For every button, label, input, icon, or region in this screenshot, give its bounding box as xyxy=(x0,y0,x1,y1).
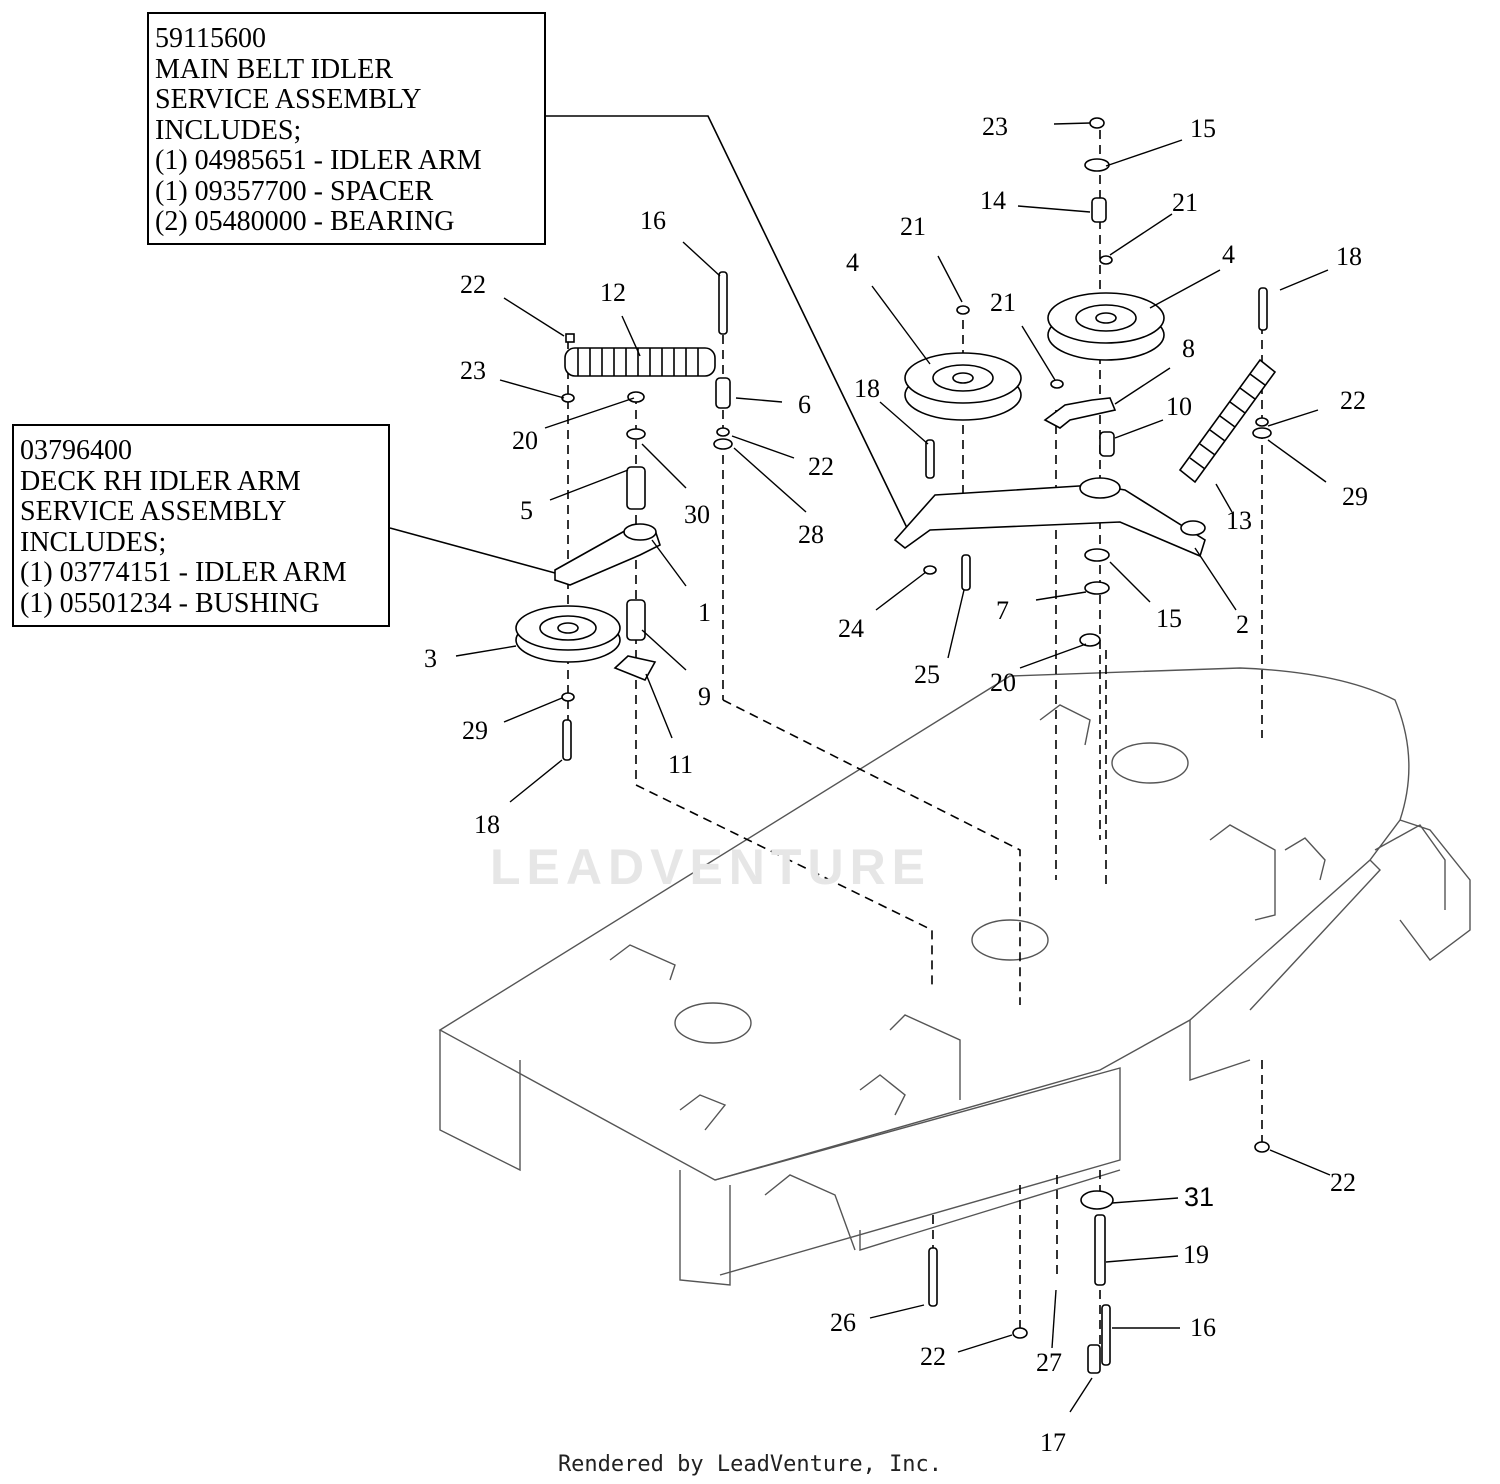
callout-line: INCLUDES; xyxy=(20,526,167,558)
callout-line: (1) 04985651 - IDLER ARM xyxy=(155,145,482,176)
part-label-29: 28 xyxy=(798,520,824,549)
part-label-25: 24 xyxy=(838,614,864,643)
bolt-18-right xyxy=(1258,287,1268,331)
bolt-17 xyxy=(1087,1344,1101,1374)
pulley-4-left xyxy=(904,352,1022,421)
bolt-19 xyxy=(1094,1214,1106,1286)
part-label-12: 12 xyxy=(600,278,626,307)
part-label-21: 21 xyxy=(1172,188,1198,217)
part-label-30: 29 xyxy=(462,716,488,745)
part-label-22: 22 xyxy=(1340,386,1366,415)
part-label-20: 20 xyxy=(990,668,1016,697)
bolt-26 xyxy=(961,554,971,591)
bolt-27 xyxy=(928,1247,938,1307)
axis-bracket-to-deck xyxy=(635,784,933,985)
part-label-22: 22 xyxy=(920,1342,946,1371)
part-label-17: 17 xyxy=(1040,1428,1066,1457)
part-label-5: 5 xyxy=(520,496,533,525)
spacer-14 xyxy=(1091,197,1107,223)
bolt-18-left xyxy=(562,719,572,761)
part-label-18: 18 xyxy=(854,374,880,403)
part-label-32: 31 xyxy=(1184,1182,1215,1212)
part-label-21: 21 xyxy=(990,288,1016,317)
part-label-1: 1 xyxy=(698,598,711,627)
bracket-11 xyxy=(613,655,657,682)
watermark: LEADVENTURE xyxy=(490,839,932,895)
axis-bolt-to-deck xyxy=(722,699,1021,1005)
washer-32 xyxy=(1080,1190,1114,1210)
main-belt-idler-callout: 59115600 MAIN BELT IDLER SERVICE ASSEMBL… xyxy=(147,12,546,245)
callout-line: 03796400 xyxy=(20,435,132,466)
pulley-4-right xyxy=(1047,292,1165,361)
callout-line: (1) 03774151 - IDLER ARM xyxy=(20,557,347,588)
callout-line: 59115600 xyxy=(155,23,266,54)
part-label-15: 15 xyxy=(1190,114,1216,143)
callout-line: DECK RH IDLER ARM xyxy=(20,465,301,497)
bolt-16-bottom xyxy=(1101,1304,1111,1366)
spacer-6 xyxy=(715,377,731,409)
bracket-8 xyxy=(1043,397,1117,429)
callout-line: INCLUDES; xyxy=(155,114,302,146)
spring-13 xyxy=(1178,358,1277,484)
bushing-5 xyxy=(626,466,646,510)
spacer-10 xyxy=(1099,431,1115,457)
footer-credit: Rendered by LeadVenture, Inc. xyxy=(557,1452,943,1477)
part-label-3: 3 xyxy=(424,644,437,673)
part-label-8: 8 xyxy=(1182,334,1195,363)
callout-line: (2) 05480000 - BEARING xyxy=(155,206,455,237)
callout-line: (1) 09357700 - SPACER xyxy=(155,175,434,207)
part-label-20: 20 xyxy=(512,426,538,455)
part-label-9: 9 xyxy=(698,682,711,711)
mower-deck xyxy=(438,667,1471,1286)
part-label-22: 22 xyxy=(808,452,834,481)
deck-rh-idler-callout: 03796400 DECK RH IDLER ARM SERVICE ASSEM… xyxy=(12,424,390,627)
pulley-3 xyxy=(515,605,621,663)
part-label-16: 16 xyxy=(640,206,666,235)
part-label-24: 23 xyxy=(982,112,1008,141)
part-label-31: 30 xyxy=(684,500,710,529)
part-label-4: 4 xyxy=(846,248,859,277)
part-label-22: 22 xyxy=(1330,1168,1356,1197)
part-label-10: 10 xyxy=(1166,392,1192,421)
callout-line: SERVICE ASSEMBLY xyxy=(20,496,287,527)
callout-line: MAIN BELT IDLER xyxy=(155,53,393,85)
bolt-16-top xyxy=(718,271,728,335)
part-label-2: 2 xyxy=(1236,610,1249,639)
part-label-29: 29 xyxy=(1342,482,1368,511)
spring-12 xyxy=(564,347,716,377)
leader-deck-callout xyxy=(389,527,556,574)
leader-main-callout xyxy=(546,115,909,531)
part-label-26: 25 xyxy=(914,660,940,689)
part-label-4: 4 xyxy=(1222,240,1235,269)
part-label-23: 23 xyxy=(460,356,486,385)
part-label-15: 15 xyxy=(1156,604,1182,633)
part-label-19: 19 xyxy=(1183,1240,1209,1269)
part-label-11: 11 xyxy=(668,750,694,779)
callout-line: (1) 05501234 - BUSHING xyxy=(20,587,320,619)
part-label-18: 18 xyxy=(1336,242,1362,271)
part-label-28: 27 xyxy=(1036,1348,1062,1377)
part-label-7: 7 xyxy=(996,596,1009,625)
part-label-14: 14 xyxy=(980,186,1006,215)
part-label-6: 6 xyxy=(798,390,811,419)
part-label-27: 26 xyxy=(830,1308,856,1337)
spacer-9 xyxy=(626,599,646,641)
part-label-13: 13 xyxy=(1226,506,1252,535)
part-label-23: 22 xyxy=(460,270,486,299)
part-label-16: 16 xyxy=(1190,1313,1216,1342)
part-label-21: 21 xyxy=(900,212,926,241)
callout-line: SERVICE ASSEMBLY xyxy=(155,84,422,115)
part-label-18: 18 xyxy=(474,810,500,839)
idler-arm-2 xyxy=(893,484,1206,558)
bolt-18-mid xyxy=(925,439,935,479)
